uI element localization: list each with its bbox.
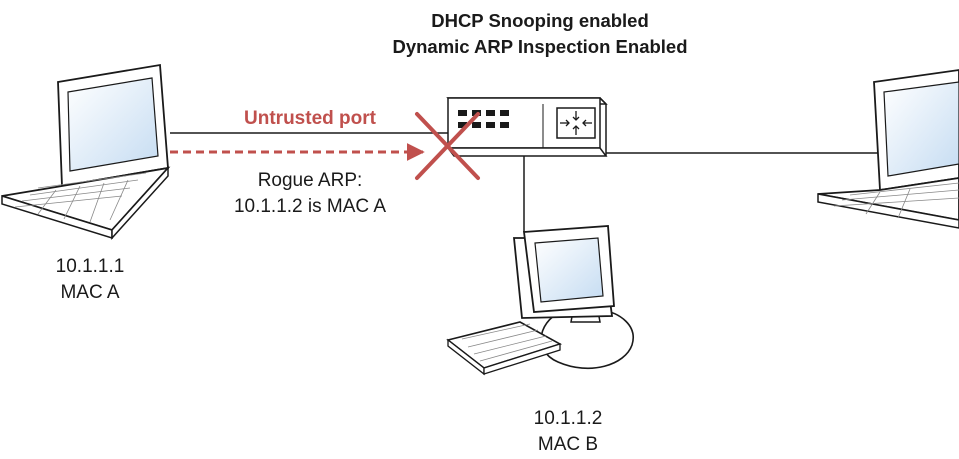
switch-icon bbox=[446, 97, 608, 157]
title-line-1: DHCP Snooping enabled bbox=[431, 10, 649, 31]
victim-mac: MAC B bbox=[537, 434, 599, 455]
attacker-ip: 10.1.1.1 bbox=[55, 256, 125, 277]
diagram-title: DHCP Snooping enabled Dynamic ARP Inspec… bbox=[340, 8, 740, 60]
attacker-mac: MAC A bbox=[60, 282, 120, 303]
laptop-icon bbox=[1, 63, 171, 240]
untrusted-port-label: Untrusted port bbox=[244, 108, 376, 129]
victim-label: 10.1.1.2 MAC B bbox=[498, 406, 638, 458]
rogue-arp-line-1: Rogue ARP: bbox=[257, 170, 363, 191]
desktop-computer-icon bbox=[446, 225, 634, 376]
title-line-2: Dynamic ARP Inspection Enabled bbox=[392, 36, 688, 57]
x-mark-icon bbox=[415, 112, 480, 180]
victim-ip: 10.1.1.2 bbox=[533, 408, 603, 429]
laptop-icon bbox=[817, 69, 959, 229]
rogue-arp-line-2: 10.1.1.2 is MAC A bbox=[233, 196, 387, 217]
attacker-label: 10.1.1.1 MAC A bbox=[20, 254, 160, 306]
rogue-arp-label: Rogue ARP: 10.1.1.2 is MAC A bbox=[195, 168, 425, 220]
